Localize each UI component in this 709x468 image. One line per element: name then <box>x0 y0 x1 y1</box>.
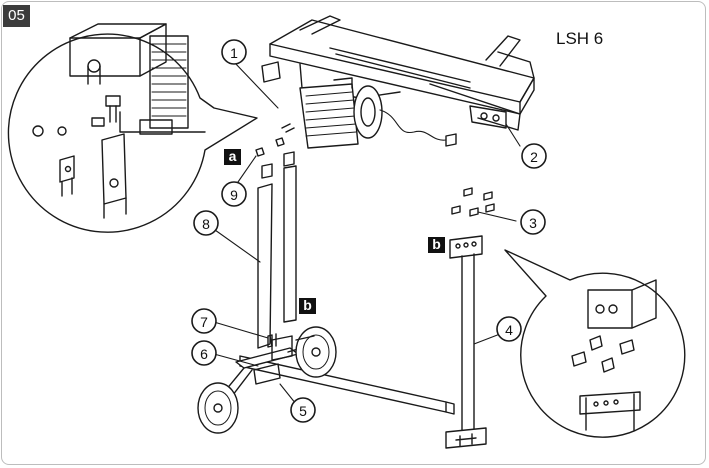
callout-circle-8 <box>193 210 219 236</box>
callout-circle-1 <box>221 39 247 65</box>
callout-circle-7 <box>191 308 217 334</box>
detail-magnifier-top-left <box>7 23 258 233</box>
callout-9: 9 <box>230 187 238 203</box>
callout-numbers: 1 2 3 4 5 6 7 8 9 <box>200 45 538 419</box>
callout-5: 5 <box>299 403 307 419</box>
motor <box>299 77 457 149</box>
callout-circle-6 <box>191 340 217 366</box>
callout-circle-5 <box>290 397 316 423</box>
callout-6: 6 <box>200 346 208 362</box>
callout-circles <box>191 39 547 423</box>
callout-circle-3 <box>520 209 546 235</box>
detail-magnifier-bottom-right <box>504 249 686 438</box>
tag-b-frame-leg: b <box>299 298 316 314</box>
callout-circle-2 <box>521 143 547 169</box>
rear-stand-leg <box>445 235 487 449</box>
callout-7: 7 <box>200 314 208 330</box>
bolts-stand <box>451 187 495 217</box>
wheel-front <box>197 382 239 434</box>
front-legs <box>257 151 297 349</box>
callout-circle-9 <box>221 181 247 207</box>
callout-4: 4 <box>505 322 513 338</box>
callout-3: 3 <box>529 215 537 231</box>
bolt-pin-7 <box>267 334 273 348</box>
callout-8: 8 <box>202 216 210 232</box>
model-label: LSH 6 <box>556 29 604 48</box>
bolts-upper <box>255 123 295 157</box>
tag-b-stand-leg: b <box>428 237 445 253</box>
callout-leaders <box>207 61 521 405</box>
tag-a: a <box>224 149 241 165</box>
callout-circle-4 <box>496 316 522 342</box>
callout-1: 1 <box>230 45 238 61</box>
callout-2: 2 <box>530 149 538 165</box>
log-splitter-body <box>261 15 535 131</box>
step-number-badge: 05 <box>3 5 30 27</box>
wheel-rear <box>295 326 337 378</box>
base-frame <box>215 335 455 415</box>
